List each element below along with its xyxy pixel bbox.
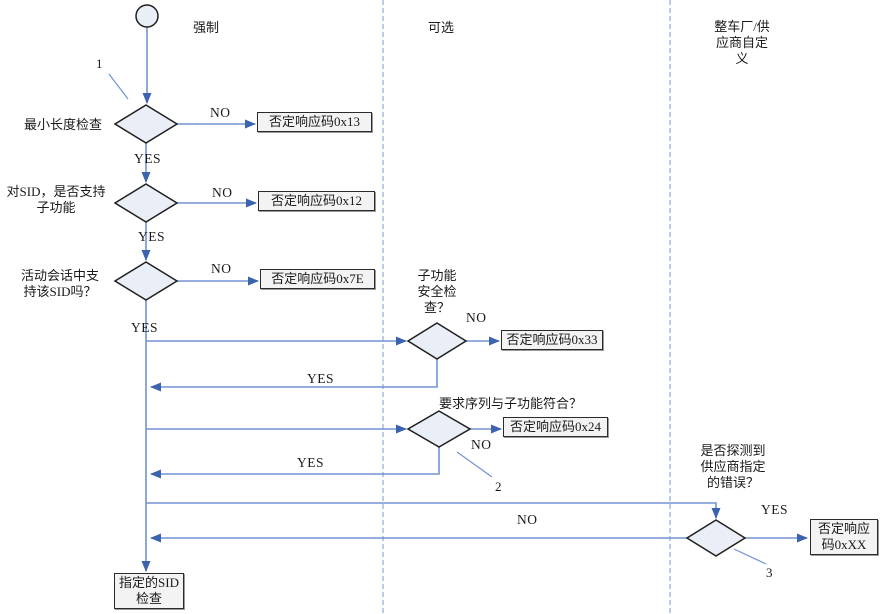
response-box-0xXX: 否定响应 码0xXX — [810, 519, 878, 555]
response-box-0x33: 否定响应码0x33 — [501, 330, 603, 350]
decision-diamond-subfunction-support — [113, 183, 179, 223]
response-box-0x7E: 否定响应码0x7E — [260, 269, 375, 289]
response-box-0x12: 否定响应码0x12 — [258, 191, 375, 211]
edge-label-yes-1: YES — [134, 151, 162, 166]
edge-label-no-6: NO — [517, 512, 538, 527]
decision-diamond-vendor-error — [685, 519, 747, 557]
decision-label-sequence-check: 要求序列与子功能符合？ — [439, 396, 583, 411]
decision-label-min-length: 最小长度检查 — [24, 117, 103, 132]
start-node — [135, 4, 159, 28]
lane-title-mandatory: 强制 — [193, 20, 220, 35]
edge-label-no-3: NO — [211, 261, 232, 276]
callout-number-3: 3 — [766, 565, 773, 580]
lane-title-optional: 可选 — [428, 20, 455, 35]
decision-diamond-min-length — [113, 104, 179, 144]
terminal-box-sid-check: 指定的SID 检查 — [114, 573, 184, 609]
response-box-0x24: 否定响应码0x24 — [503, 417, 608, 437]
edge-label-no-1: NO — [210, 105, 231, 120]
callout-number-1: 1 — [96, 56, 103, 71]
edge-label-no-5: NO — [471, 437, 492, 452]
decision-label-subfunction-support: 对SID，是否支持 子功能 — [6, 184, 106, 215]
decision-label-vendor-error: 是否探测到 供应商指定 的错误？ — [700, 443, 766, 490]
callout-line-2 — [456, 451, 493, 478]
edge-label-yes-3: YES — [131, 320, 159, 335]
callout-number-2: 2 — [495, 479, 502, 494]
edge-label-yes-4: YES — [307, 371, 335, 386]
edge-label-no-4: NO — [466, 310, 487, 325]
decision-diamond-sequence-check — [406, 410, 472, 448]
decision-label-security-check: 子功能 安全检 查？ — [417, 268, 457, 315]
edge-label-yes-6: YES — [761, 502, 789, 517]
decision-diamond-security-check — [406, 322, 468, 360]
callout-line-1 — [108, 73, 129, 100]
edge-label-no-2: NO — [212, 185, 233, 200]
lane-title-oem-supplier: 整车厂/供 应商自定 义 — [714, 19, 770, 66]
callout-line-3 — [733, 548, 767, 565]
decision-label-session-sid: 活动会话中支 持该SID吗？ — [20, 268, 99, 299]
decision-diamond-session-sid — [113, 261, 179, 301]
edge-label-yes-2: YES — [138, 229, 166, 244]
edge-label-yes-5: YES — [297, 455, 325, 470]
response-box-0x13: 否定响应码0x13 — [257, 112, 372, 132]
